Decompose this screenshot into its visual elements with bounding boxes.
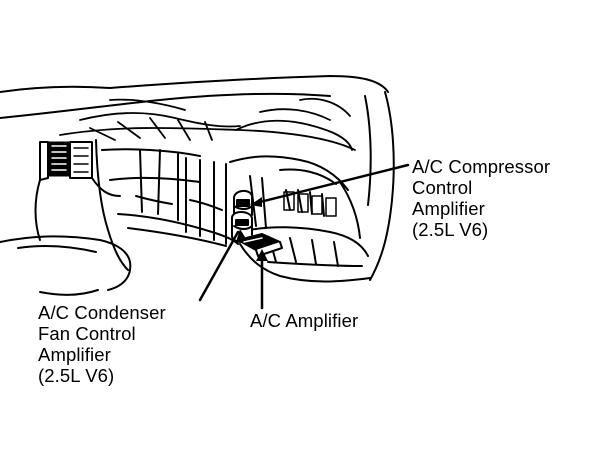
callout-line: A/C Condenser <box>38 302 166 323</box>
pointer-arrow-icon <box>256 249 268 261</box>
leader-lines <box>198 163 410 310</box>
ac-amplifier-module <box>237 233 283 257</box>
callout-line: A/C Compressor <box>412 156 551 177</box>
compressor-leader-line <box>250 163 410 206</box>
callout-line: (2.5L V6) <box>38 365 115 386</box>
left-vent <box>39 141 93 181</box>
steering-column <box>0 177 132 296</box>
dashboard-top <box>59 97 356 151</box>
pointer-arrow-icon <box>250 197 262 207</box>
callout-line: Control <box>412 177 473 198</box>
pointer-arrow-icon <box>236 229 245 242</box>
callout-line: A/C Amplifier <box>250 310 359 331</box>
callout-line: Amplifier <box>412 198 485 219</box>
callout-line: Amplifier <box>38 344 111 365</box>
windshield-outline <box>0 75 395 281</box>
callout-compressor-amplifier: A/C Compressor Control Amplifier (2.5L V… <box>412 156 550 240</box>
callout-line: (2.5L V6) <box>412 219 489 240</box>
condenser-leader-line <box>198 230 240 302</box>
callout-condenser-fan-amplifier: A/C Condenser Fan Control Amplifier (2.5… <box>38 302 166 386</box>
callout-ac-amplifier: A/C Amplifier <box>250 310 358 331</box>
arrowheads <box>236 197 268 261</box>
dashboard-body <box>95 139 371 283</box>
callout-line: Fan Control <box>38 323 136 344</box>
